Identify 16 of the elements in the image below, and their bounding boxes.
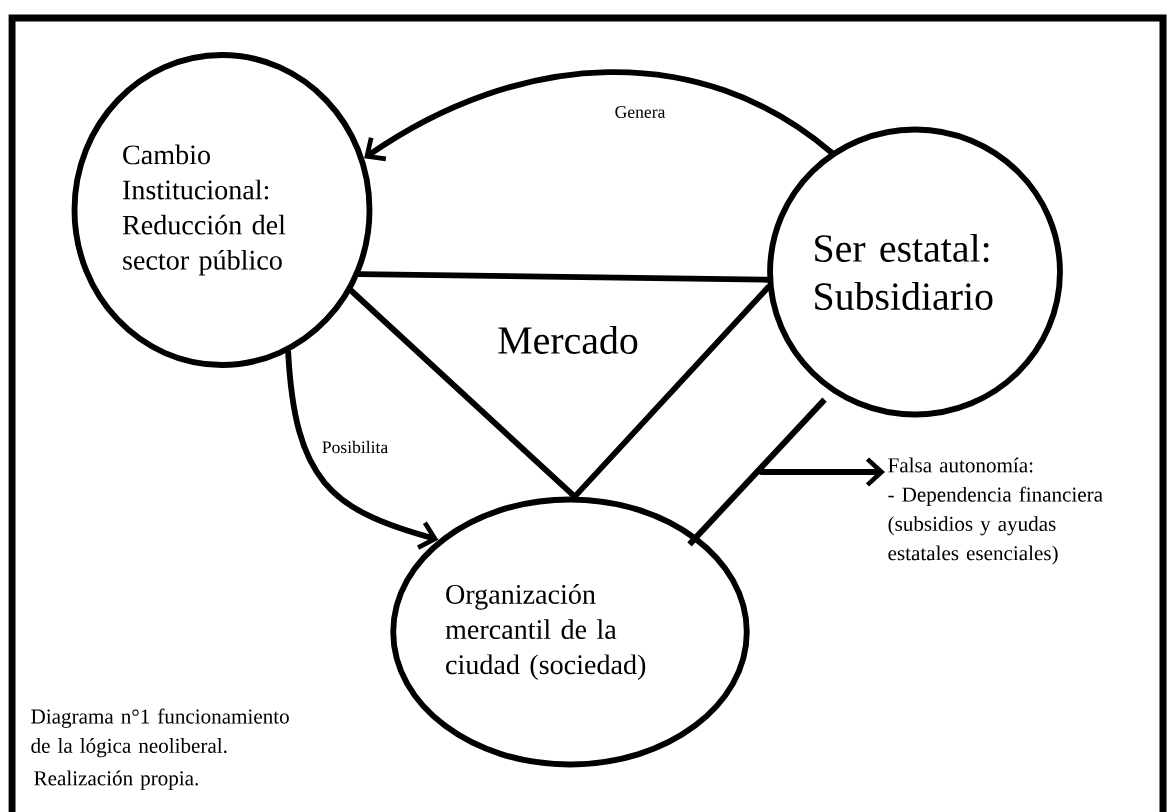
edge-label: Genera	[612, 103, 668, 121]
arrow	[758, 457, 886, 487]
connector-line	[356, 271, 771, 283]
caption: Diagrama n°1 funcionamiento de la lógica neoliberal.	[31, 708, 289, 758]
circle-node: Cambio Institucional: Reducción del sector público	[71, 52, 373, 368]
text-note: Falsa autonomía: - Dependencia financiera (subsidios y ayudas estatales esenciales)	[888, 457, 1103, 565]
arrow	[364, 69, 835, 162]
arrow	[285, 348, 439, 550]
circle-node: Ser estatal: Subsidiario	[767, 126, 1063, 418]
edge-label: Posibilita	[319, 438, 391, 456]
center-label: Mercado	[498, 326, 638, 354]
connector-line	[571, 284, 771, 500]
bar	[687, 397, 827, 547]
caption: Realización propia.	[34, 770, 198, 790]
circle-node: Organización mercantil de la ciudad (sociedad)	[390, 496, 750, 768]
connector-line	[348, 287, 578, 500]
